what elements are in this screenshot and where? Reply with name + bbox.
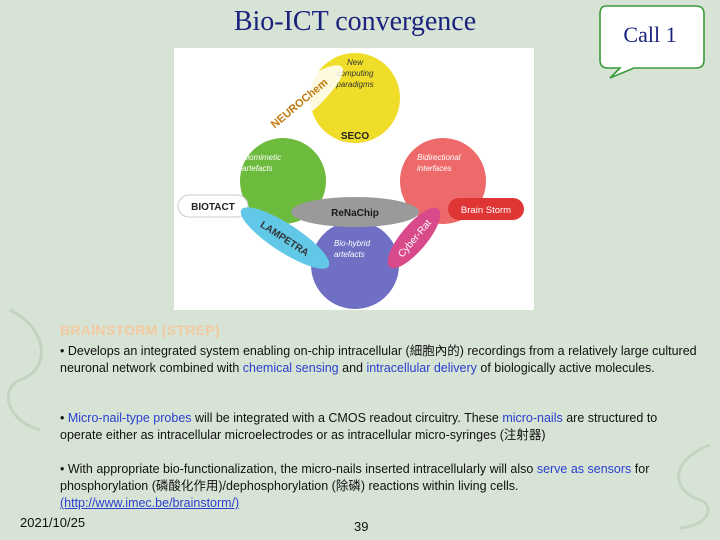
section-heading: BRAINSTORM (STREP) [60,322,220,338]
seco-text-1: New [347,58,364,67]
footer-date: 2021/10/25 [20,515,86,530]
circle-biohybrid [311,221,399,309]
seco-text-3: paradigms [335,80,373,89]
renachip-ellipse [291,197,419,227]
callout-label: Call 1 [623,22,677,47]
p2-highlight-2: micro-nails [502,411,563,425]
p3-text-a: • With appropriate bio-functionalization… [60,462,537,476]
brainstorm-pill [448,198,524,220]
seco-label: SECO [341,131,370,142]
page-number: 39 [354,519,369,534]
slide-title: Bio-ICT convergence [233,6,477,37]
biohybrid-text-1: Bio-hybrid [334,239,371,248]
paragraph-3: • With appropriate bio-functionalization… [60,461,700,512]
p1-highlight-2: intracellular delivery [366,361,477,375]
p1-highlight-1: chemical sensing [242,361,339,375]
biomimetic-text-1: Biomimetic [242,153,281,162]
p1-text-c: of biologically active molecules. [476,361,655,375]
brainstorm-link[interactable]: (http://www.imec.be/brainstorm/) [60,496,240,510]
bidirectional-text-2: interfaces [417,164,452,173]
biotact-label: BIOTACT [191,202,235,213]
callout-bubble [599,5,705,79]
p2-text-b: will be integrated with a CMOS readout c… [191,411,503,425]
p3-highlight-1: serve as sensors [536,462,632,476]
cyberrat-band [387,207,441,269]
lampetra-band [240,207,330,269]
background-swirl-right [677,443,711,530]
p1-text-b: and [338,361,367,375]
p3-text-b: for phosphorylation (磷酸化作用)/dephosphoryl… [60,462,650,493]
biotact-pill [177,194,249,218]
p1-text-a: • Develops an integrated system enabling… [60,344,697,375]
p2-text-c: are structured to operate either as intr… [60,411,658,442]
seco-text-2: computing [337,69,374,78]
paragraph-2: • Micro-nail-type probes will be integra… [60,410,700,444]
p2-text-a: • [60,411,68,425]
neurochem-band [255,65,343,141]
circle-biomimetic [240,138,326,224]
renachip-label: ReNaChip [331,208,379,219]
background-swirl-left [6,308,43,432]
bidirectional-text-1: Bidirectional [417,153,461,162]
p2-highlight-1: Micro-nail-type probes [67,411,192,425]
project-diagram: New computing paradigms SECO Biomimetic … [174,48,534,310]
biohybrid-text-2: artefacts [334,250,365,259]
diagram-svg: New computing paradigms SECO Biomimetic … [177,53,524,309]
biomimetic-text-2: artefacts [242,164,273,173]
paragraph-1: • Develops an integrated system enabling… [60,343,700,377]
brainstorm-label: Brain Storm [461,205,511,216]
